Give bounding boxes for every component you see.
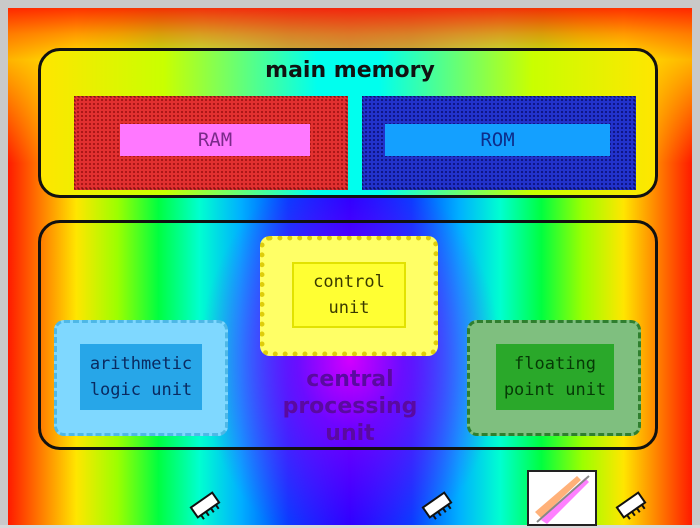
- rom-label: ROM: [385, 124, 610, 156]
- memory-chip-icon[interactable]: [614, 488, 648, 522]
- control-unit-label: control unit: [292, 262, 406, 328]
- memory-chip-icon[interactable]: [188, 488, 222, 522]
- ram-label: RAM: [120, 124, 310, 156]
- cpu-panel[interactable]: [38, 220, 658, 450]
- fpu-label: floating point unit: [496, 344, 614, 410]
- paint-tool-icon[interactable]: [527, 470, 597, 526]
- memory-chip-icon[interactable]: [420, 488, 454, 522]
- main-memory-title: main memory: [265, 58, 435, 83]
- cpu-title: central processing unit: [282, 367, 418, 446]
- alu-label: arithmetic logic unit: [80, 344, 202, 410]
